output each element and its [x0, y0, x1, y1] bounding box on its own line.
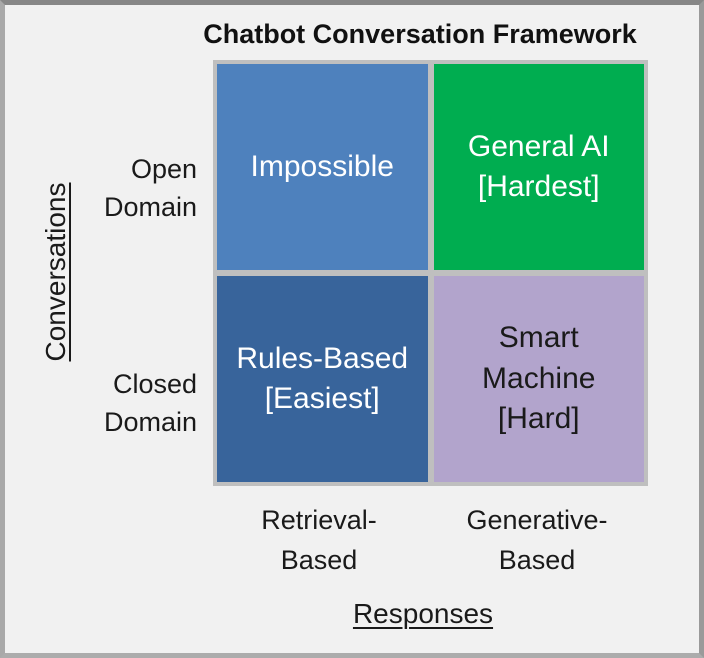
- quadrant-rules-based: Rules-Based [Easiest]: [217, 276, 428, 482]
- quadrant-grid: Impossible General AI [Hardest] Rules-Ba…: [213, 60, 648, 486]
- quadrant-impossible: Impossible: [217, 64, 428, 270]
- row-label-open-domain: Open Domain: [103, 154, 197, 222]
- column-label-retrieval-based: Retrieval- Based: [261, 505, 377, 575]
- quadrant-general-ai: General AI [Hardest]: [433, 64, 644, 270]
- x-axis-label: Responses: [352, 598, 494, 629]
- diagram-title: Chatbot Conversation Framework: [203, 19, 637, 49]
- column-label-generative-based: Generative- Based: [466, 505, 608, 575]
- quadrant-smart-machine: Smart Machine [Hard]: [433, 276, 644, 482]
- row-label-closed-domain: Closed Domain: [103, 369, 197, 437]
